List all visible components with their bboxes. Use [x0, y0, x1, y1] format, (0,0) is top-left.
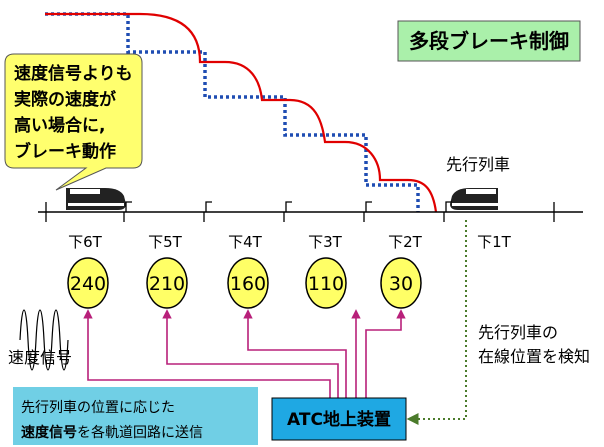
section-label: 下4T [228, 233, 263, 251]
info-line-2: 速度信号を各軌道回路に送信 [21, 424, 203, 441]
section-labels: 下6T 下5T 下4T 下3T 下2T 下1T [68, 233, 512, 251]
atc-device-label: ATC地上装置 [287, 409, 391, 430]
callout-line-1: 速度信号よりも [14, 63, 133, 84]
speed-value: 160 [230, 273, 266, 295]
atc-device-box: ATC地上装置 [271, 397, 407, 441]
callout-line-2: 実際の速度が [14, 89, 116, 110]
speed-signal-step-line [45, 12, 420, 212]
speed-circle: 30 [380, 257, 422, 309]
speed-circle: 160 [227, 257, 269, 309]
brake-curve [45, 12, 438, 213]
section-label: 下6T [68, 233, 103, 251]
callout-line-3: 高い場合に, [14, 115, 105, 136]
info-line-2-bold: 速度信号 [21, 424, 77, 441]
speed-circle: 240 [67, 257, 109, 309]
speed-circles: 240 210 160 110 30 [67, 257, 422, 309]
speed-value: 110 [308, 273, 344, 295]
signal-lines [83, 309, 406, 398]
info-line-1: 先行列車の位置に応じた [21, 399, 175, 416]
speed-circle: 210 [146, 257, 188, 309]
title: 多段ブレーキ制御 [409, 29, 569, 53]
detect-label-line-1: 先行列車の [478, 323, 558, 342]
info-line-2-rest: を各軌道回路に送信 [77, 425, 203, 441]
callout-line-4: ブレーキ動作 [14, 141, 116, 162]
section-label: 下1T [477, 233, 512, 251]
info-box: 先行列車の位置に応じた 速度信号を各軌道回路に送信 [13, 387, 258, 445]
leading-train-label: 先行列車 [446, 155, 510, 174]
track-ticks [45, 201, 555, 222]
speed-signal-wave-icon [19, 309, 69, 371]
section-label: 下5T [148, 233, 183, 251]
speed-value: 210 [149, 273, 185, 295]
speed-circle: 110 [305, 257, 347, 309]
leading-train-icon [450, 188, 498, 210]
callout-bubble: 速度信号よりも 実際の速度が 高い場合に, ブレーキ動作 [4, 53, 143, 191]
detection-line [406, 220, 467, 425]
following-train-icon [66, 188, 126, 210]
detect-label-line-2: 在線位置を検知 [478, 347, 590, 366]
section-label: 下2T [388, 233, 423, 251]
speed-value: 240 [70, 273, 106, 295]
speed-signal-label: 速度信号 [8, 348, 72, 367]
speed-value: 30 [389, 273, 413, 295]
title-box: 多段ブレーキ制御 [397, 20, 581, 62]
section-label: 下3T [308, 233, 343, 251]
